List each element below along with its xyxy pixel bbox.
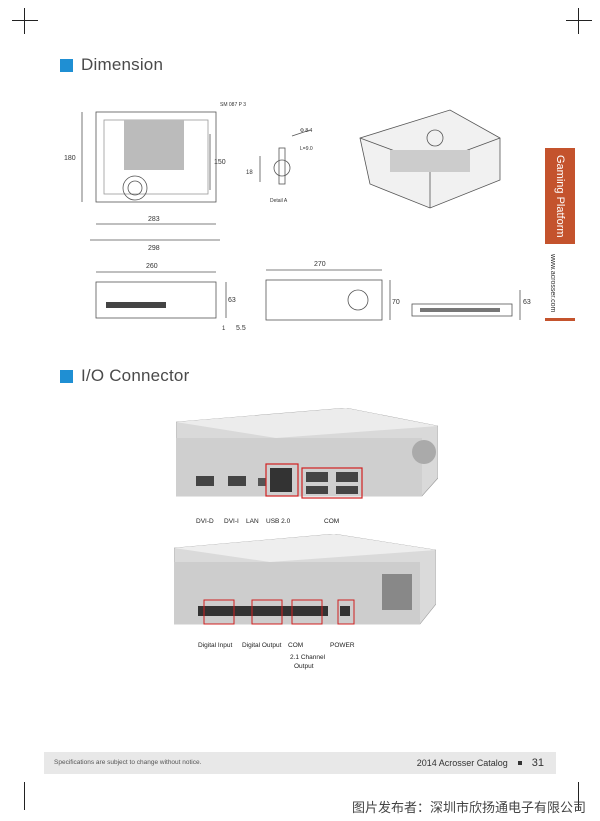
label-com-bottom: COM: [288, 642, 304, 649]
dim-side-w: 270: [314, 261, 326, 268]
crop-mark-tr-v: [578, 8, 579, 34]
crop-mark-br-v: [578, 782, 579, 810]
label-lan: LAN: [246, 518, 259, 525]
device-rear-photo: [174, 534, 436, 625]
footer-bar: Specifications are subject to change wit…: [44, 752, 556, 774]
footer-disclaimer: Specifications are subject to change wit…: [54, 759, 202, 766]
dimension-heading: Dimension: [60, 55, 163, 75]
dim-keyhole-len: L=9.0: [300, 146, 313, 152]
dim-keyhole-d: 18: [246, 170, 253, 176]
io-title: I/O Connector: [81, 366, 190, 385]
dimension-drawings: 283 298 180 150 SM 087 P 3 Φ 8.4 L=9.0 1…: [64, 102, 531, 332]
side-url: www.acrosser.com: [549, 254, 556, 313]
side-tab: Gaming Platform: [545, 148, 575, 244]
label-power: POWER: [330, 642, 355, 649]
side-tab-label: Gaming Platform: [554, 154, 566, 238]
rear-view-outline: [411, 303, 513, 317]
dim-keyhole-detail: Detail A: [270, 198, 288, 204]
dim-top-w2: 298: [148, 245, 160, 252]
io-heading: I/O Connector: [60, 366, 189, 386]
footer-dot-icon: [517, 761, 522, 765]
dim-front-h: 63: [228, 297, 236, 304]
label-channel-2: Output: [294, 663, 314, 670]
dim-front-h2: 1: [222, 326, 226, 332]
crop-mark-bl-v: [24, 782, 25, 810]
side-accent-line: [545, 318, 575, 321]
dim-top-note: SM 087 P 3: [220, 102, 246, 108]
dim-front-w: 260: [146, 263, 158, 270]
section-bullet-icon: [60, 58, 73, 72]
page-number: 31: [531, 757, 544, 769]
crop-mark-tl-h: [12, 20, 38, 21]
side-view-outline: [265, 279, 383, 321]
dim-top-w1: 283: [148, 216, 160, 223]
device-front-photo: [176, 408, 438, 499]
label-dvi-i: DVI-I: [224, 518, 239, 525]
label-usb: USB 2.0: [266, 518, 291, 525]
footer-right: 2014 Acrosser Catalog 31: [417, 757, 544, 769]
label-dvi-d: DVI-D: [196, 518, 214, 525]
dim-top-h-inner: 150: [214, 159, 226, 166]
label-digital-input: Digital Input: [198, 642, 233, 649]
top-view-outline: [95, 111, 217, 203]
footer-catalog: 2014 Acrosser Catalog: [416, 758, 508, 768]
keyhole-circle: [273, 159, 291, 177]
label-channel-1: 2.1 Channel: [290, 654, 326, 661]
crop-mark-tr-h: [566, 20, 592, 21]
dim-top-h: 180: [64, 155, 76, 162]
crop-mark-tl-v: [24, 8, 25, 34]
fan-circle: [122, 175, 148, 201]
dimension-title: Dimension: [81, 55, 164, 74]
watermark: 图片发布者：深圳市欣扬通电子有限公司: [351, 800, 586, 815]
dim-side-h: 70: [392, 299, 400, 306]
label-com: COM: [324, 518, 340, 525]
front-view-outline: [95, 281, 217, 319]
dim-keyhole-phi: Φ 8.4: [300, 128, 313, 134]
label-digital-output: Digital Output: [242, 642, 282, 649]
dim-front-off: 5.5: [236, 325, 246, 332]
section-bullet-icon: [60, 369, 73, 383]
dim-rear-h: 63: [523, 299, 531, 306]
